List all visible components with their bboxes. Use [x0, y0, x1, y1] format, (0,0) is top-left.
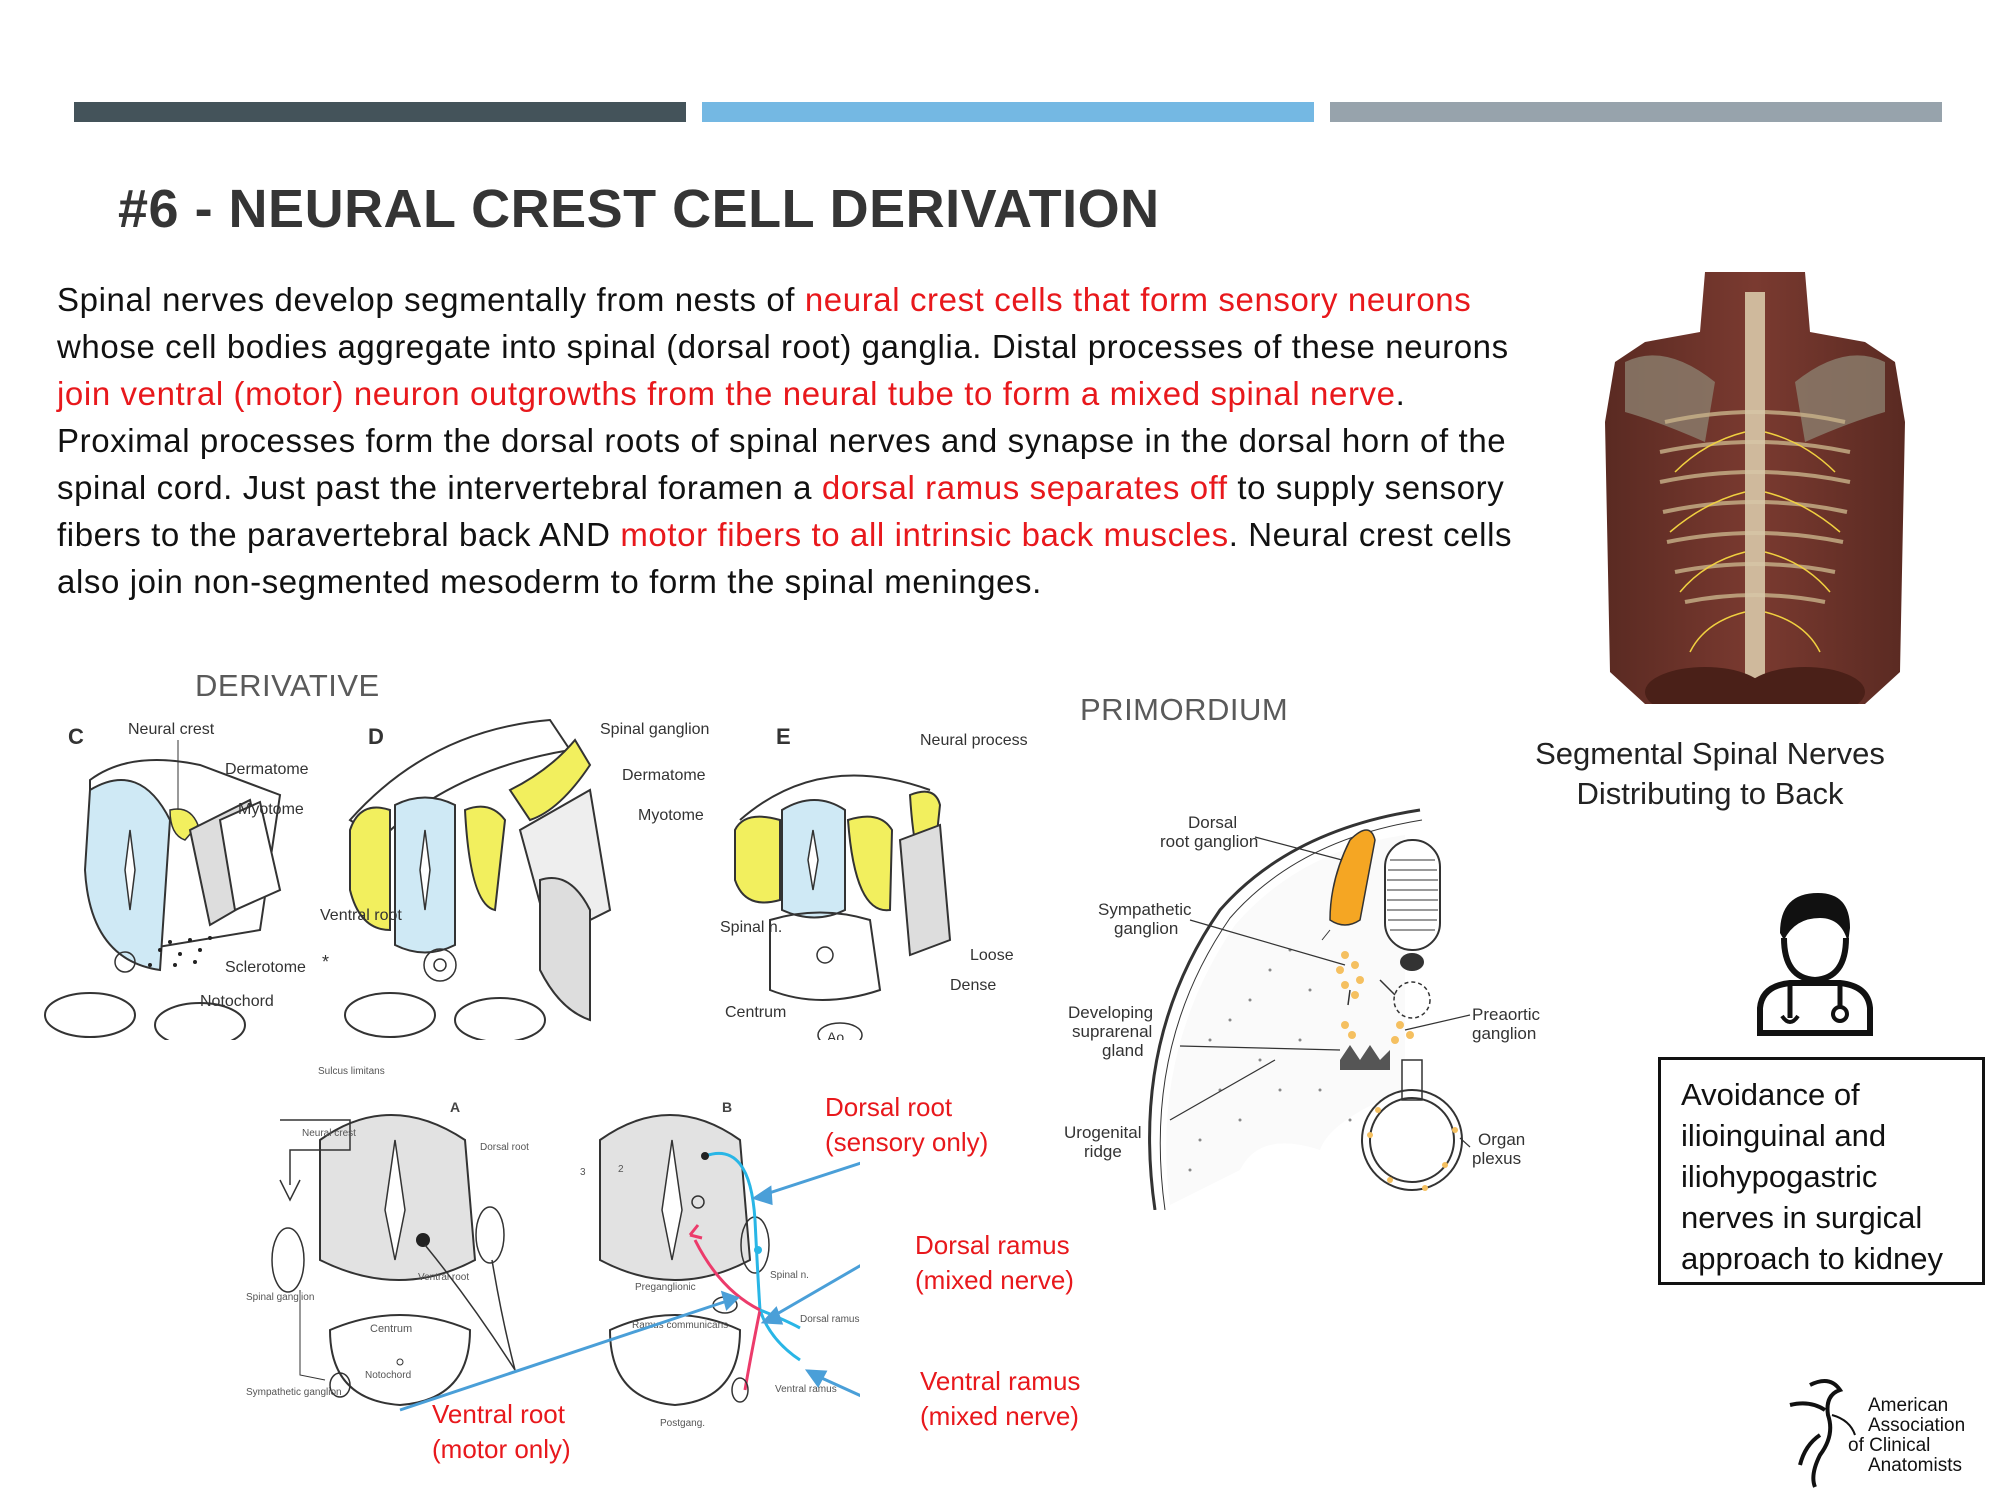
label-loose: Loose [970, 947, 1014, 964]
label-sulcus-limitans: Sulcus limitans [318, 1066, 385, 1077]
label-notochord: Notochord [200, 993, 274, 1010]
label-ventral-root-a: Ventral root [418, 1272, 469, 1283]
panel-letter-a: A [450, 1099, 460, 1115]
label-ao: Ao. [827, 1029, 848, 1040]
label-dorsal-root-a: Dorsal root [480, 1142, 529, 1153]
label-myotome-c: Myotome [238, 801, 304, 818]
surgical-note-box: Avoidance of ilioinguinal and iliohypoga… [1658, 1057, 1985, 1285]
label-neural-crest: Neural crest [128, 721, 215, 738]
label-urogenital: Urogenital [1064, 1123, 1142, 1142]
label-dorsal: Dorsal [1188, 813, 1237, 832]
label-neural-crest-a: Neural crest [302, 1128, 356, 1139]
label-asterisk: * [322, 952, 329, 972]
primordium-label: PRIMORDIUM [1080, 692, 1289, 727]
label-dense: Dense [950, 977, 996, 994]
label-spinal-ganglion: Spinal ganglion [600, 721, 709, 738]
label-notochord-a: Notochord [365, 1370, 411, 1381]
slide-title: #6 - NEURAL CREST CELL DERIVATION [118, 179, 1160, 239]
callout-dorsal-ramus-line2: (mixed nerve) [915, 1265, 1074, 1295]
root-diagram: A Sulcus limitans Neural crest Dorsal ro… [240, 1060, 860, 1430]
header-bar-blue [702, 102, 1314, 122]
callout-ventral-ramus-line2: (mixed nerve) [920, 1401, 1079, 1431]
label-centrum-a: Centrum [370, 1323, 412, 1335]
label-postgang: Postgang. [660, 1418, 705, 1429]
label-spinal-n: Spinal n. [720, 919, 782, 936]
paragraph-highlight: motor fibers to all intrinsic back muscl… [620, 516, 1229, 553]
label-dorsal-ramus-b: Dorsal ramus [800, 1314, 859, 1325]
label-plexus: plexus [1472, 1149, 1521, 1168]
label-sympathetic: Sympathetic [1098, 900, 1192, 919]
label-sclerotome: Sclerotome [225, 959, 306, 976]
callout-dorsal-root-line2: (sensory only) [825, 1127, 989, 1157]
label-spinal-ganglion-a: Spinal ganglion [246, 1292, 314, 1303]
label-preaortic: Preaortic [1472, 1005, 1540, 1024]
paragraph-segment: to supply sensory fibers to the paravert… [57, 469, 1505, 553]
paragraph-segment: . Proximal processes form the dorsal roo… [57, 375, 1507, 506]
label-root-ganglion: root ganglion [1160, 832, 1258, 851]
label-ventral-ramus-b: Ventral ramus [775, 1384, 837, 1395]
label-spinal-n-b: Spinal n. [770, 1270, 809, 1281]
body-paragraph: Spinal nerves develop segmentally from n… [57, 276, 1532, 605]
callout-dorsal-ramus: Dorsal ramus (mixed nerve) [915, 1228, 1074, 1298]
doctor-icon [1750, 888, 1880, 1038]
logo-line-2: Association [1868, 1415, 1965, 1436]
label-ramus-com: Ramus communicans [632, 1320, 728, 1331]
callout-dorsal-ramus-line1: Dorsal ramus [915, 1230, 1070, 1260]
label-myotome-d: Myotome [638, 807, 704, 824]
paragraph-highlight: join ventral (motor) neuron outgrowths f… [57, 375, 1396, 412]
label-ganglion: ganglion [1114, 919, 1178, 938]
logo-line-3: of Clinical [1848, 1435, 1930, 1456]
primordium-figure: Dorsal root ganglion Sympathetic ganglio… [1060, 790, 1540, 1210]
paragraph-highlight: dorsal ramus separates off [821, 469, 1228, 506]
aaca-logo: American Association of Clinical Anatomi… [1780, 1375, 1980, 1490]
callout-ventral-root-line1: Ventral root [432, 1399, 565, 1429]
label-dermatome-d: Dermatome [622, 767, 706, 784]
header-bar-gray [1330, 102, 1942, 122]
callout-dorsal-root-line1: Dorsal root [825, 1092, 953, 1122]
label-num-2: 2 [618, 1164, 624, 1175]
paragraph-segment: Spinal nerves develop segmentally from n… [57, 281, 805, 318]
paragraph-highlight: neural crest cells that form sensory neu… [804, 281, 1472, 318]
label-ridge: ridge [1084, 1142, 1122, 1161]
label-developing: Developing [1068, 1003, 1153, 1022]
back-anatomy-image [1605, 272, 1905, 704]
paragraph-segment: . Neural crest cells also join non-segme… [57, 516, 1513, 600]
panel-letter-b: B [722, 1099, 732, 1115]
label-num-3: 3 [580, 1167, 586, 1178]
label-preaortic-ganglion: ganglion [1472, 1024, 1536, 1043]
derivative-figure: C Neural crest Dermatome Myotome Sclerot… [30, 710, 1070, 1040]
label-gland: gland [1102, 1041, 1144, 1060]
callout-ventral-ramus: Ventral ramus (mixed nerve) [920, 1364, 1080, 1434]
callout-dorsal-root: Dorsal root (sensory only) [825, 1090, 988, 1160]
label-preganglionic: Preganglionic [635, 1282, 696, 1293]
header-bar-dark [74, 102, 686, 122]
derivative-label: DERIVATIVE [195, 668, 380, 703]
logo-line-1: American [1868, 1395, 1948, 1416]
label-suprarenal: suprarenal [1072, 1022, 1152, 1041]
callout-ventral-ramus-line1: Ventral ramus [920, 1366, 1081, 1396]
paragraph-segment: whose cell bodies aggregate into spinal … [57, 328, 1509, 365]
callout-ventral-root: Ventral root (motor only) [432, 1397, 571, 1467]
label-centrum: Centrum [725, 1004, 786, 1021]
label-organ: Organ [1478, 1130, 1525, 1149]
panel-letter-d: D [368, 724, 384, 749]
panel-letter-e: E [776, 724, 791, 749]
logo-line-4: Anatomists [1868, 1455, 1962, 1476]
panel-letter-c: C [68, 724, 84, 749]
label-dermatome-c: Dermatome [225, 761, 309, 778]
label-sympathetic-ganglion-a: Sympathetic ganglion [246, 1387, 342, 1398]
callout-ventral-root-line2: (motor only) [432, 1434, 571, 1464]
label-neural-process: Neural process [920, 732, 1028, 749]
back-image-caption: Segmental Spinal Nerves Distributing to … [1535, 736, 1885, 811]
label-ventral-root: Ventral root [320, 907, 402, 924]
